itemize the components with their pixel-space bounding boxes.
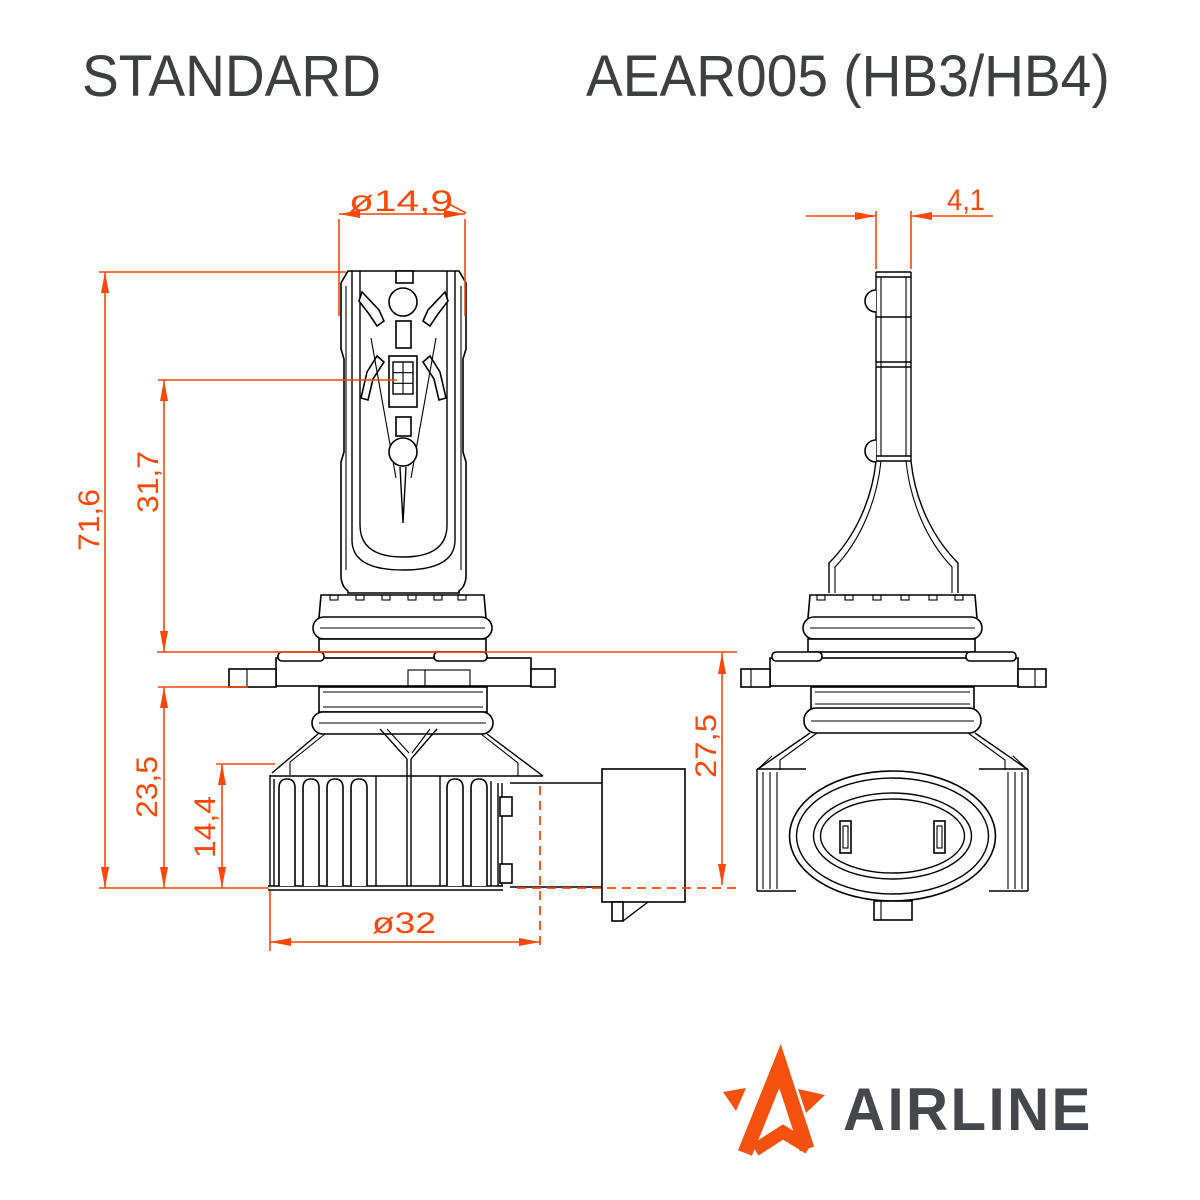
logo-star-wing-left bbox=[723, 1088, 746, 1111]
series-title: STANDARD bbox=[82, 44, 381, 109]
airline-logo-mark bbox=[723, 1044, 825, 1156]
heatsink bbox=[268, 759, 543, 891]
plug-barrel bbox=[499, 782, 602, 888]
collar-ticks bbox=[329, 594, 467, 601]
lower-arm-left bbox=[360, 354, 386, 401]
dim-label-led-height: 31,7 bbox=[132, 451, 165, 513]
dim-fin-height: 14,4 bbox=[189, 763, 275, 888]
flange-plate bbox=[275, 657, 532, 687]
logo-star-wing-right bbox=[798, 1089, 825, 1113]
upper-arm-left bbox=[358, 290, 386, 328]
socket-housing bbox=[756, 755, 1029, 921]
lower-arm-right bbox=[421, 354, 447, 401]
flange-tab-right bbox=[530, 668, 556, 688]
dim-label-overall-height: 71,6 bbox=[73, 489, 106, 551]
upper-arm-right bbox=[421, 290, 449, 328]
top-tab bbox=[395, 270, 414, 284]
dim-overall-height: 71,6 bbox=[73, 271, 346, 889]
pin-left bbox=[839, 820, 852, 854]
dim-base-height: 23,5 bbox=[131, 686, 248, 888]
dimension-annotations: ø14,9 4,1 71,6 31,7 23,5 bbox=[73, 184, 993, 951]
blade bbox=[864, 271, 912, 463]
dim-label-base-height: 23,5 bbox=[131, 756, 164, 818]
flange-tab-right-side bbox=[1017, 668, 1047, 688]
front-view-drawing bbox=[228, 270, 686, 922]
dim-flange-diameter: ø32 bbox=[269, 891, 540, 951]
upper-hole bbox=[388, 287, 418, 317]
dim-led-height: 31,7 bbox=[132, 379, 397, 652]
dim-label-connector-height: 27,5 bbox=[690, 714, 723, 778]
flange-tab-left bbox=[228, 668, 277, 688]
connector-block bbox=[601, 768, 686, 922]
dim-head-diameter: ø14,9 bbox=[338, 185, 467, 316]
dim-blade-width: 4,1 bbox=[806, 184, 993, 269]
dim-label-head-diameter: ø14,9 bbox=[349, 185, 453, 218]
collar-band-side bbox=[807, 594, 978, 619]
logo-a-crossbar bbox=[751, 1124, 813, 1156]
flange-tab-left-side bbox=[740, 668, 771, 688]
flange-plate-side bbox=[769, 657, 1019, 687]
bottom-key-tab bbox=[873, 900, 913, 921]
dim-label-blade-width: 4,1 bbox=[947, 184, 985, 217]
dim-connector-height: 27,5 bbox=[157, 651, 737, 951]
collar-ticks-side bbox=[816, 594, 964, 601]
model-title: AEAR005 (HB3/HB4) bbox=[586, 44, 1110, 109]
lower-hole bbox=[388, 437, 418, 467]
logo-a-legs bbox=[738, 1044, 815, 1156]
heatsink-fins bbox=[278, 778, 492, 886]
pin-right bbox=[933, 820, 946, 854]
dim-label-flange-diameter: ø32 bbox=[372, 907, 436, 940]
collar-band bbox=[318, 594, 487, 619]
dim-label-fin-height: 14,4 bbox=[189, 796, 222, 858]
side-view-drawing bbox=[740, 271, 1047, 921]
airline-logo-text: AIRLINE bbox=[843, 1076, 1093, 1143]
